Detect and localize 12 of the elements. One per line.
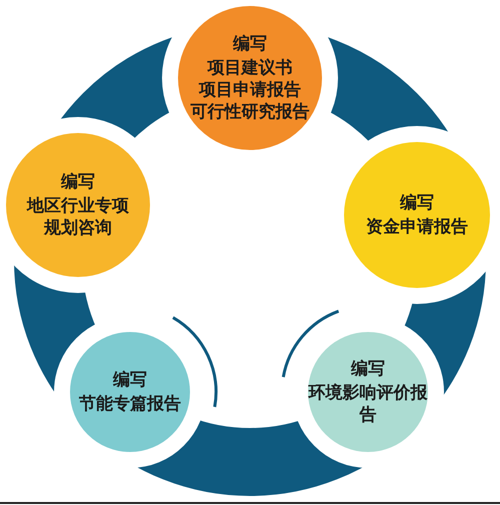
body-text: 项目建议书 [208, 57, 292, 79]
body-text: 地区行业专项规划咨询 [26, 195, 130, 239]
body-text: 可行性研究报告 [190, 101, 310, 123]
heading-text: 编写 [61, 171, 95, 193]
heading-text: 编写 [351, 358, 385, 380]
body-text: 环境影响评价报告 [308, 382, 428, 426]
heading-text: 编写 [113, 369, 147, 391]
body-text: 项目申请报告 [199, 79, 301, 101]
body-text: 节能专篇报告 [79, 393, 181, 415]
heading-text: 编写 [233, 33, 267, 55]
heading-text: 编写 [400, 192, 434, 214]
body-text: 资金申请报告 [366, 216, 468, 238]
